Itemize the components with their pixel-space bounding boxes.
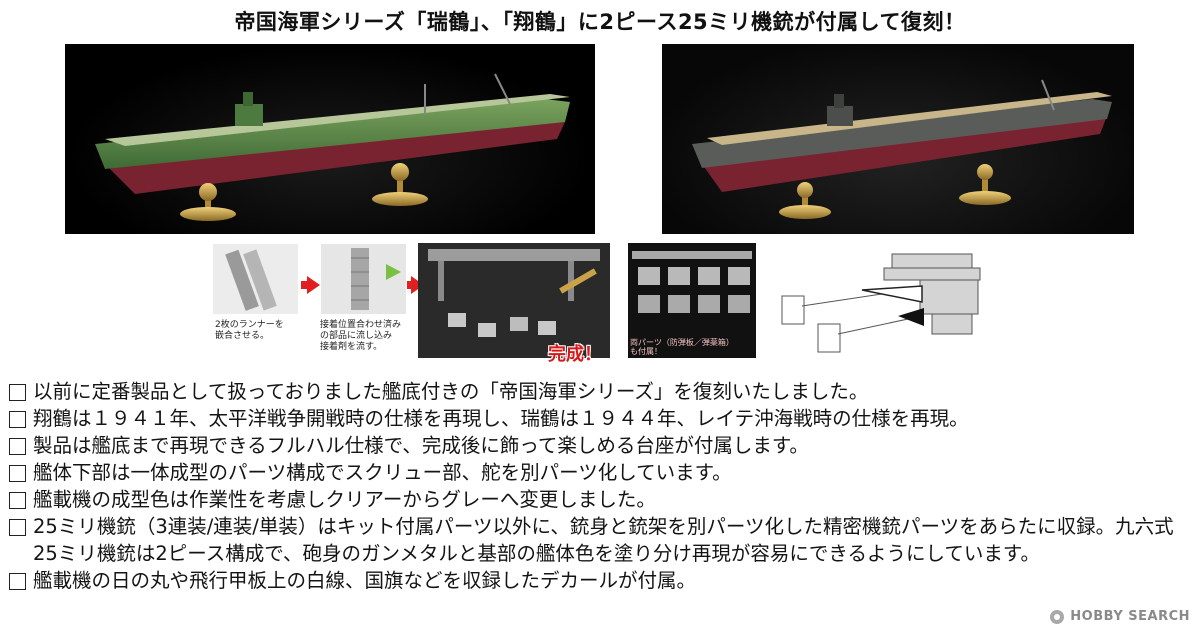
extra-parts-photo — [628, 243, 756, 358]
hobby-search-logo-icon — [1050, 609, 1065, 624]
checkbox-icon — [9, 573, 26, 590]
checkbox-icon — [9, 492, 26, 509]
step-arrow-1-bar — [301, 281, 309, 289]
checkbox-icon — [9, 519, 26, 536]
feature-text: 艦体下部は一体成型のパーツ構成でスクリュー部、舵を別パーツ化しています。 — [33, 461, 732, 484]
step-arrow-2-bar — [407, 281, 413, 289]
feature-text: 25ミリ機銃（3連装/連装/単装）はキット付属パーツ以外に、銃身と銃架を別パーツ… — [33, 515, 1174, 565]
gun-mount-diagram — [772, 250, 1012, 368]
feature-item: 以前に定番製品として扱っておりました艦底付きの「帝国海軍シリーズ」を復刻いたしま… — [8, 378, 1194, 405]
step-arrow-1 — [307, 276, 320, 294]
headline: 帝国海軍シリーズ「瑞鶴」、「翔鶴」に2ピース25ミリ機銃が付属して復刻！ — [234, 10, 966, 34]
feature-text: 翔鶴は１９４１年、太平洋戦争開戦時の仕様を再現し、瑞鶴は１９４４年、レイテ沖海戦… — [33, 407, 969, 430]
checkbox-icon — [9, 438, 26, 455]
feature-item: 製品は艦底まで再現できるフルハル仕様で、完成後に飾って楽しめる台座が付属します。 — [8, 432, 1194, 459]
feature-item: 艦載機の成型色は作業性を考慮しクリアーからグレーへ変更しました。 — [8, 486, 1194, 513]
feature-text: 以前に定番製品として扱っておりました艦底付きの「帝国海軍シリーズ」を復刻いたしま… — [33, 380, 869, 403]
checkbox-icon — [9, 384, 26, 401]
extra-parts-label: 両パーツ（防弾板／弾薬箱） も付属！ — [630, 338, 734, 356]
checkbox-icon — [9, 411, 26, 428]
watermark-text: HOBBY SEARCH — [1070, 609, 1190, 624]
completed-label: 完成！ — [548, 344, 602, 365]
watermark: HOBBY SEARCH — [1050, 609, 1190, 624]
feature-item: 25ミリ機銃（3連装/連装/単装）はキット付属パーツ以外に、銃身と銃架を別パーツ… — [8, 513, 1194, 567]
assembled-guns-photo — [418, 243, 610, 358]
feature-item: 翔鶴は１９４１年、太平洋戦争開戦時の仕様を再現し、瑞鶴は１９４４年、レイテ沖海戦… — [8, 405, 1194, 432]
feature-text: 艦載機の日の丸や飛行甲板上の白線、国旗などを収録したデカールが付属。 — [33, 569, 697, 592]
feature-list: 以前に定番製品として扱っておりました艦底付きの「帝国海軍シリーズ」を復刻いたしま… — [8, 378, 1194, 594]
shokaku-model-photo — [662, 44, 1134, 234]
step-2-label: 接着位置合わせ済み の部品に流し込み 接着剤を流す。 — [320, 320, 402, 352]
feature-text: 製品は艦底まで再現できるフルハル仕様で、完成後に飾って楽しめる台座が付属します。 — [33, 434, 809, 457]
step-1-label: 2枚のランナーを 嵌合させる。 — [215, 320, 284, 341]
runner-photo-1 — [213, 244, 298, 314]
feature-item: 艦載機の日の丸や飛行甲板上の白線、国旗などを収録したデカールが付属。 — [8, 567, 1194, 594]
runner-photo-2 — [321, 244, 406, 314]
feature-item: 艦体下部は一体成型のパーツ構成でスクリュー部、舵を別パーツ化しています。 — [8, 459, 1194, 486]
checkbox-icon — [9, 465, 26, 482]
feature-text: 艦載機の成型色は作業性を考慮しクリアーからグレーへ変更しました。 — [33, 488, 656, 511]
zuikaku-model-photo — [65, 44, 595, 234]
